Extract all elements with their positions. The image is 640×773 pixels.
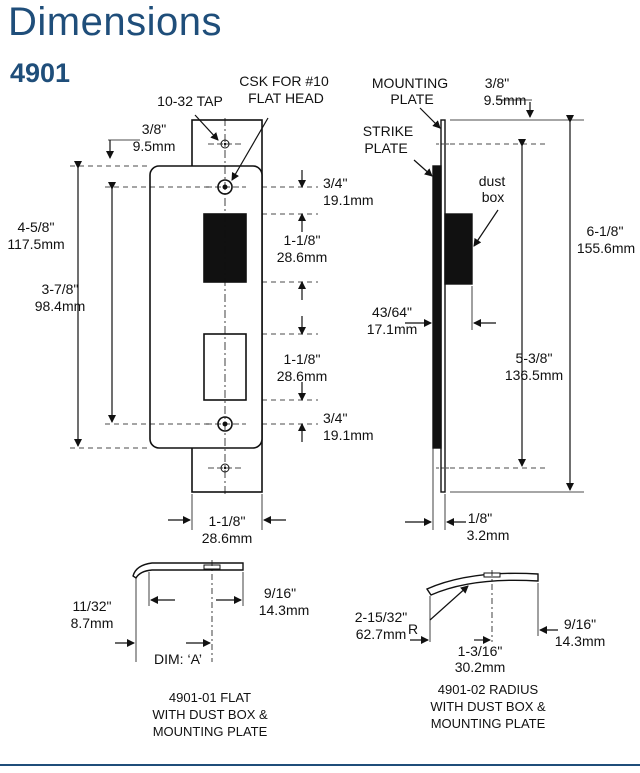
radius-lip-labels: 2-15/32" 62.7mm R 1-3/16" 30.2mm 9/16" 1…: [355, 609, 606, 731]
csk-label-line1: CSK FOR #10: [239, 73, 329, 89]
side-view: [405, 99, 584, 530]
side-top-offset-mm: 9.5mm: [484, 92, 527, 108]
lower-opening-mm: 28.6mm: [277, 368, 328, 384]
radius-caption-line2: WITH DUST BOX &: [430, 699, 546, 714]
flat-caption-line2: WITH DUST BOX &: [152, 707, 268, 722]
strike-plate-label-1: STRIKE: [363, 123, 414, 139]
top-offset-in: 3/8": [142, 121, 166, 137]
bottom-screw-dim-mm: 19.1mm: [323, 427, 374, 443]
radius-offset-in: 1-3/16": [458, 643, 503, 659]
flat-lip-length-mm: 14.3mm: [259, 602, 310, 618]
footer-divider: [0, 764, 640, 766]
dim-a-label: DIM: ‘A’: [154, 651, 202, 667]
side-view-labels: MOUNTING PLATE STRIKE PLATE 3/8" 9.5mm d…: [363, 75, 635, 543]
side-overall-in: 6-1/8": [587, 223, 624, 239]
flat-lip-offset-mm: 8.7mm: [71, 615, 114, 631]
upper-opening-mm: 28.6mm: [277, 249, 328, 265]
dust-box-label-1: dust: [479, 173, 506, 189]
model-number: 4901: [10, 58, 71, 88]
side-strike-plate: [432, 165, 442, 449]
dust-box-label-2: box: [482, 189, 505, 205]
flat-caption-line1: 4901-01 FLAT: [169, 690, 251, 705]
flat-lip-labels: 9/16" 14.3mm 11/32" 8.7mm DIM: ‘A’ 4901-…: [71, 585, 310, 739]
flat-caption-line3: MOUNTING PLATE: [153, 724, 268, 739]
front-view: [70, 114, 318, 530]
radius-mm: 62.7mm: [356, 626, 407, 642]
overall-height-mm: 117.5mm: [7, 236, 64, 252]
flat-lip-length-in: 9/16": [264, 585, 296, 601]
radius-symbol: R: [408, 621, 418, 637]
mounting-plate-label-2: PLATE: [390, 91, 433, 107]
side-overall-mm: 155.6mm: [577, 240, 635, 256]
screw-spacing-in: 3-7/8": [42, 281, 79, 297]
radius-lip-length-mm: 14.3mm: [555, 633, 606, 649]
page-title: Dimensions: [8, 0, 222, 44]
flat-lip-offset-in: 11/32": [73, 598, 112, 614]
screw-spacing-mm: 98.4mm: [35, 298, 86, 314]
width-mm: 28.6mm: [202, 530, 253, 546]
radius-lip-detail: [410, 570, 558, 644]
radius-lip-length-in: 9/16": [564, 616, 596, 632]
upper-opening-in: 1-1/8": [284, 232, 321, 248]
depth-in: 43/64": [372, 304, 412, 320]
lower-opening-in: 1-1/8": [284, 351, 321, 367]
flat-lip-detail: [115, 560, 244, 662]
side-top-offset-in: 3/8": [485, 75, 509, 91]
thickness-in: 1/8": [468, 510, 492, 526]
radius-in: 2-15/32": [355, 609, 407, 625]
strike-plate-outline: [149, 165, 263, 449]
side-hole-spacing-mm: 136.5mm: [505, 367, 563, 383]
overall-height-in: 4-5/8": [18, 219, 55, 235]
bottom-screw-dim-in: 3/4": [323, 410, 347, 426]
depth-mm: 17.1mm: [367, 321, 418, 337]
csk-label-line2: FLAT HEAD: [248, 90, 324, 106]
front-view-labels: CSK FOR #10 FLAT HEAD 10-32 TAP 3/8" 9.5…: [7, 73, 373, 546]
width-in: 1-1/8": [209, 513, 246, 529]
side-dust-box: [444, 213, 473, 285]
thickness-mm: 3.2mm: [467, 527, 510, 543]
side-hole-spacing-in: 5-3/8": [516, 350, 553, 366]
radius-caption-line1: 4901-02 RADIUS: [438, 682, 539, 697]
top-offset-mm: 9.5mm: [133, 138, 176, 154]
mounting-plate-label-1: MOUNTING: [372, 75, 448, 91]
strike-plate-label-2: PLATE: [364, 140, 407, 156]
tap-label: 10-32 TAP: [157, 93, 223, 109]
radius-offset-mm: 30.2mm: [455, 659, 506, 675]
radius-caption-line3: MOUNTING PLATE: [431, 716, 546, 731]
top-screw-dim-in: 3/4": [323, 175, 347, 191]
top-screw-dim-mm: 19.1mm: [323, 192, 374, 208]
